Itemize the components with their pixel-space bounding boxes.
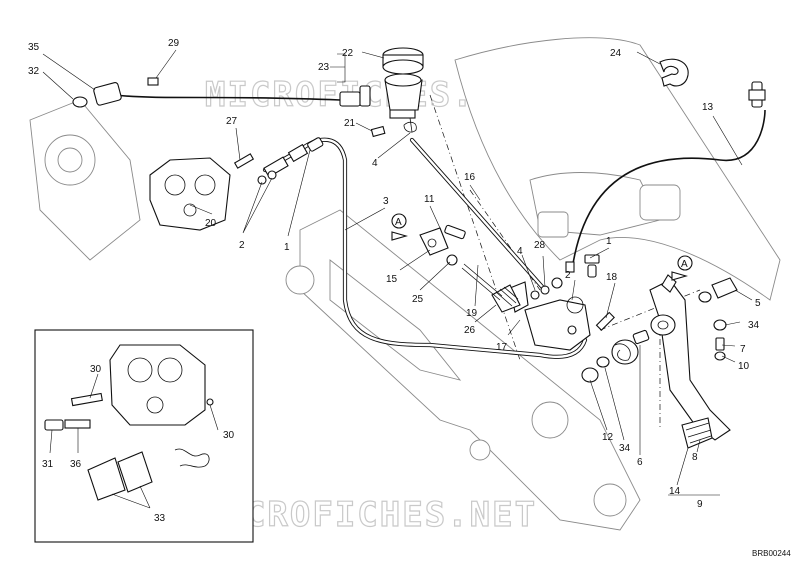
callout: 2 <box>239 240 245 251</box>
sensor-connector <box>339 91 361 107</box>
callout: 14 <box>669 486 681 497</box>
sensor-washer <box>72 96 88 108</box>
reservoir-screw <box>370 125 386 138</box>
brake-pedal <box>649 274 731 449</box>
footrest-bracket-outline <box>285 209 641 531</box>
sensor-screw <box>147 77 159 86</box>
callout: 34 <box>748 320 760 331</box>
brake-light-switch-cable <box>565 81 766 273</box>
view-marker-label: A <box>395 217 402 228</box>
inset-spring <box>174 448 210 468</box>
leader-lines <box>42 49 753 509</box>
callout: 19 <box>466 308 478 319</box>
drawing-code: BRB00244 <box>752 549 791 558</box>
hose-clip <box>659 58 689 87</box>
brake-pad-left <box>87 457 126 501</box>
inset-pin <box>70 392 103 407</box>
callout: 27 <box>226 116 238 127</box>
callout: 6 <box>637 457 643 468</box>
callout: 34 <box>619 443 631 454</box>
wheel-hub-outline <box>29 99 141 261</box>
callout: 12 <box>602 432 614 443</box>
callout: 24 <box>610 48 622 59</box>
rear-caliper <box>149 153 255 231</box>
watermark-bottom: MICROFICHES.NET <box>200 495 537 535</box>
mount-bolt <box>595 311 615 331</box>
callout-numbers: 35 29 32 23 22 24 13 27 21 4 16 20 2 1 3… <box>28 38 761 524</box>
brake-line <box>257 137 588 359</box>
callout: 3 <box>383 196 389 207</box>
callout: 25 <box>412 294 424 305</box>
sensor-body <box>93 82 122 106</box>
callout: 2 <box>565 270 571 281</box>
pedal-pivot-hardware <box>698 277 738 361</box>
callout: 7 <box>740 344 746 355</box>
rear-master-cylinder <box>509 254 600 351</box>
callout: 9 <box>697 499 703 510</box>
callout: 16 <box>464 172 476 183</box>
callout: 21 <box>344 118 356 129</box>
callout: 8 <box>692 452 698 463</box>
callout: 15 <box>386 274 398 285</box>
callout: 1 <box>606 236 612 247</box>
callout: 22 <box>342 48 354 59</box>
callout: 23 <box>318 62 330 73</box>
reservoir-hose <box>409 137 548 293</box>
callout: 20 <box>205 218 217 229</box>
callout: 28 <box>534 240 546 251</box>
callout: 17 <box>496 342 508 353</box>
callout: 32 <box>28 66 40 77</box>
callout: 33 <box>154 513 166 524</box>
brake-pad-right <box>117 451 153 493</box>
bleed-screw <box>233 153 255 169</box>
callout: 4 <box>372 158 378 169</box>
inset-screw <box>64 419 91 429</box>
callout: 1 <box>284 242 290 253</box>
brake-fluid-reservoir <box>382 47 424 133</box>
callout: 4 <box>517 246 523 257</box>
callout: 13 <box>702 102 714 113</box>
callout: 29 <box>168 38 180 49</box>
callout: 30 <box>90 364 102 375</box>
frame-outline <box>454 37 781 301</box>
callout: 5 <box>755 298 761 309</box>
callout: 30 <box>223 430 235 441</box>
callout: 31 <box>42 459 54 470</box>
view-marker-label: A <box>681 259 688 270</box>
callout: 11 <box>424 194 435 205</box>
sensor-cable-assembly <box>72 77 371 108</box>
callout: 18 <box>606 272 618 283</box>
callout: 26 <box>464 325 476 336</box>
pivot-hardware <box>581 329 650 383</box>
callout: 36 <box>70 459 82 470</box>
view-marker-a-right: A <box>671 255 693 281</box>
callout: 10 <box>738 361 750 372</box>
view-marker-a-left: A <box>391 213 409 241</box>
inset-bleeder <box>44 419 64 431</box>
caliper-detail-inset <box>34 329 254 543</box>
callout: 35 <box>28 42 40 53</box>
